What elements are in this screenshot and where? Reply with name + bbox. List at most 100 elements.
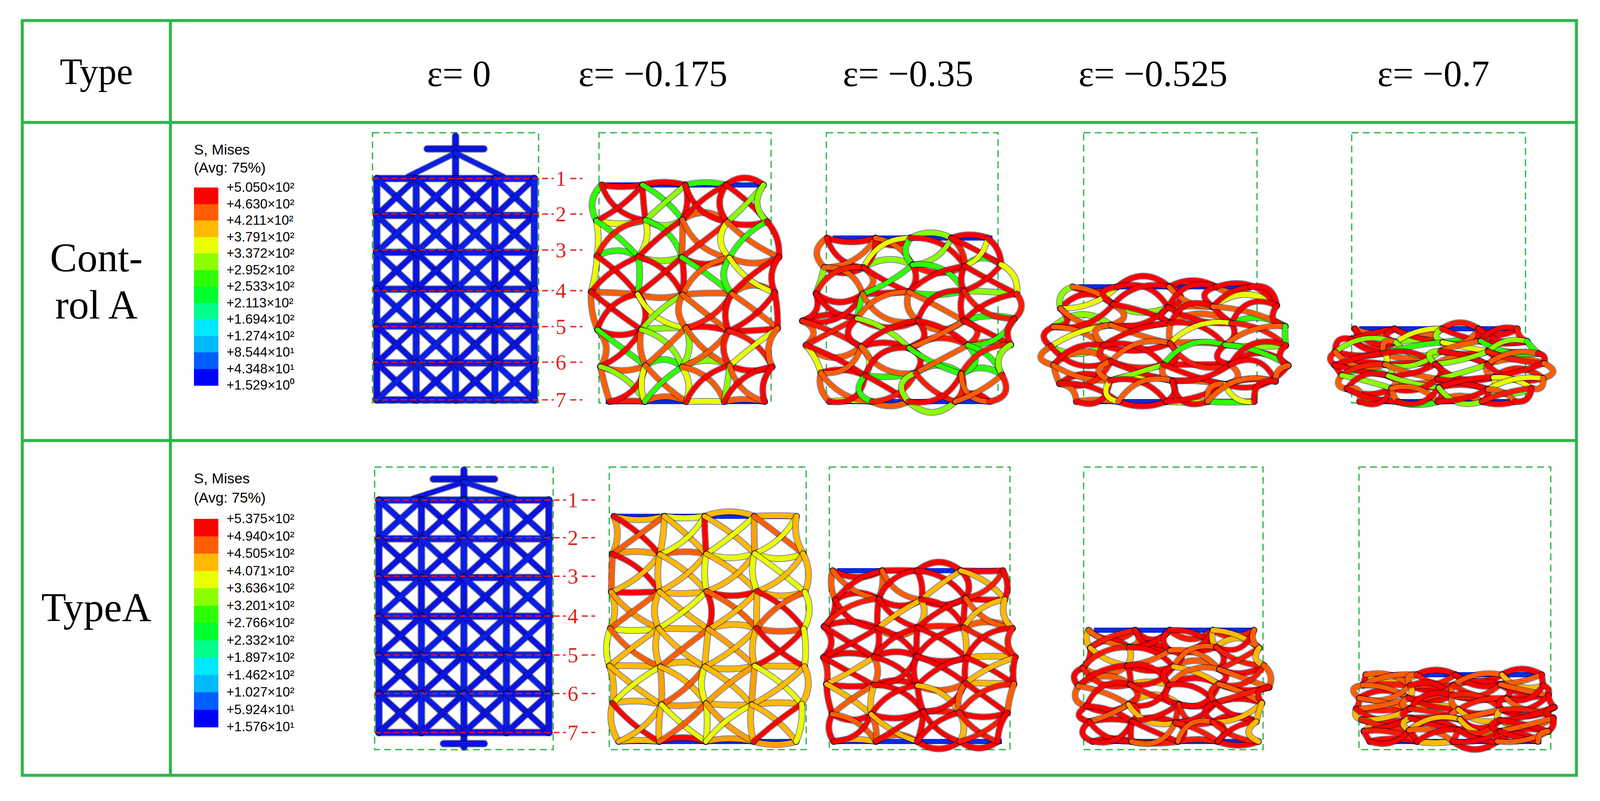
lattice-member [494,363,535,400]
lattice-member [806,345,866,376]
lattice-member [378,616,422,656]
lattice-member [455,252,495,290]
lattice-member [1515,388,1532,403]
lattice-member [704,628,757,667]
lattice-member [416,252,456,290]
lattice-member [1388,364,1436,376]
lattice-member [421,694,464,733]
lattice-member [464,616,507,656]
lattice-member [1212,721,1259,742]
lattice-member [1515,388,1532,403]
lattice-member [658,628,709,630]
lattice-member [816,267,864,294]
lattice-member [1105,380,1119,402]
lattice-member [421,655,464,695]
lattice-member [596,184,643,221]
lattice-member [1111,341,1170,362]
lattice-member [545,694,552,733]
lattice-member [803,628,806,667]
lattice-member [1218,665,1264,686]
lattice-member [826,657,874,685]
lattice-member [754,553,805,593]
lattice-member [720,222,730,258]
lattice-member [963,264,1002,291]
lattice-member [455,178,495,216]
lattice-member [378,500,422,540]
lattice-member [421,539,464,579]
lattice-member [835,570,883,600]
lattice-member [871,685,918,715]
lattice-member [601,184,643,187]
lattice-member [835,570,883,600]
lattice-member [506,539,549,579]
lattice-member [1113,285,1170,305]
lattice-member [591,256,639,292]
lattice-member [618,704,662,742]
lattice-member [640,329,646,366]
lattice-member [416,215,456,253]
lattice-member [912,238,952,266]
lattice-member [591,291,642,331]
lattice-member [611,554,660,593]
lattice-member [412,482,464,499]
lattice-member [416,326,456,364]
lattice-member [645,184,686,221]
lattice-member [530,289,539,327]
lattice-member [685,184,728,223]
lattice-member [723,330,730,366]
lattice-member [455,326,495,364]
lattice-member [506,616,549,656]
lattice-member [609,365,646,402]
lattice-member [506,500,549,540]
lattice-member [701,666,707,704]
lattice-member [494,289,535,327]
lattice-member [464,655,507,695]
lattice-member [464,694,507,733]
lattice-member [378,577,422,617]
lattice-member [378,616,422,656]
lattice-member [1131,722,1176,745]
lattice-member [596,184,643,221]
lattice-member [545,500,552,540]
lattice-member [494,252,535,290]
lattice-member [416,326,456,364]
lattice-member [421,500,464,540]
lattice-member [659,591,707,594]
lattice-member [506,539,549,579]
lattice-member [917,570,923,600]
lattice-member [1003,570,1008,600]
lattice-member [416,326,456,364]
lattice-member [756,628,804,632]
lattice-member [378,539,422,579]
lattice-member [704,516,707,555]
lattice-member [726,177,764,185]
lattice-member [531,178,538,216]
lattice-member [752,553,757,592]
lattice-member [455,153,503,177]
lattice-member [506,616,549,656]
lattice-member [545,539,553,579]
lattice-member [376,178,417,216]
lattice-member [378,500,422,540]
lattice-member [875,711,924,742]
lattice-member [659,516,705,555]
lattice-member [597,329,646,366]
lattice-member [455,252,495,290]
lattice-member [1007,318,1015,346]
lattice-member [640,329,646,366]
lattice-member [963,294,1017,322]
lattice-member [913,656,918,686]
lattice-member [1397,387,1439,404]
lattice-member [464,655,507,695]
lattice-member [728,292,775,331]
lattice-member [917,712,960,742]
lattice-member [464,539,507,579]
lattice-member [531,326,538,364]
lattice-member [1173,646,1217,667]
lattice-member [597,294,638,331]
lattice-member [659,703,707,742]
lattice-member [753,741,796,745]
lattice-member [601,184,643,187]
lattice-member [917,712,960,742]
